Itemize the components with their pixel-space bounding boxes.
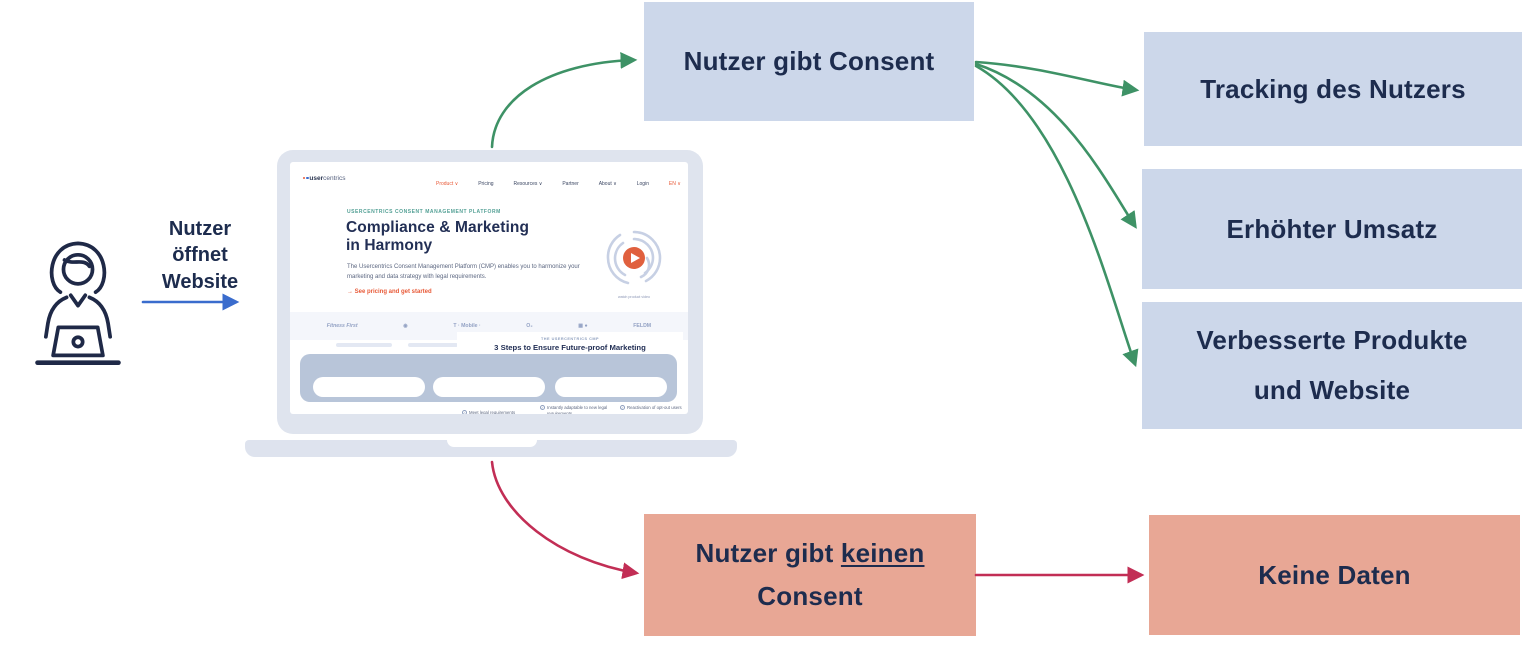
actor-label: Nutzer öffnet Website (161, 218, 239, 293)
play-icon (631, 253, 640, 263)
logo-feldm: FELDM (633, 323, 652, 329)
site-eyebrow: USERCENTRICS CONSENT MANAGEMENT PLATFORM (347, 209, 501, 215)
arrow-laptop-to-no-consent (490, 460, 640, 580)
nav-item-pricing[interactable]: Pricing (478, 181, 494, 187)
arrow-consent-to-tracking (974, 60, 1140, 97)
site-nav: Product ∨ Pricing Resources ∨ Partner Ab… (436, 181, 681, 187)
logo-row2-placeholder (408, 343, 458, 347)
check-icon: ✓ (540, 405, 545, 410)
laptop-base (245, 440, 737, 457)
banner-button[interactable] (313, 377, 425, 397)
nav-item-resources[interactable]: Resources ∨ (513, 181, 543, 187)
laptop-screen: usercentrics Product ∨ Pricing Resources… (290, 162, 688, 414)
logo-o2: O₂ (526, 323, 533, 329)
banner-button[interactable] (555, 377, 667, 397)
nav-item-language[interactable]: EN ∨ (668, 181, 681, 187)
cookie-banner-mock (300, 354, 677, 402)
check-icon: ✓ (462, 410, 467, 414)
pricing-cta-link[interactable]: → See pricing and get started (347, 289, 432, 295)
logo-dot-icon (303, 177, 306, 180)
node-revenue: Erhöhter Umsatz (1142, 169, 1522, 289)
nav-item-product[interactable]: Product ∨ (436, 181, 459, 187)
nav-item-about[interactable]: About ∨ (598, 181, 617, 187)
logo-dot-icon (306, 177, 309, 180)
steps-headline: 3 Steps to Ensure Future-proof Marketing (494, 343, 646, 352)
cmp-eyebrow: THE USERCENTRICS CMP (540, 337, 600, 341)
arrow-consent-to-revenue (974, 62, 1137, 229)
node-no-data: Keine Daten (1149, 515, 1520, 635)
logo-digital-marker: ▦ ● (578, 323, 588, 329)
checklist-col1: ✓Meet legal requirements ✓Audit-proof do… (462, 410, 532, 414)
checklist-col2: ✓Instantly adaptable to new legal requir… (540, 405, 608, 414)
check-icon: ✓ (620, 405, 625, 410)
arrow-laptop-to-consent (490, 52, 638, 149)
fingerprint-video-button[interactable] (598, 222, 670, 294)
video-caption: watch product video (618, 295, 650, 299)
nav-item-login[interactable]: Login (636, 181, 649, 187)
arrow-consent-to-products (974, 64, 1139, 368)
logo-circle: ◉ (403, 323, 408, 329)
laptop-hinge-notch (447, 440, 537, 447)
nav-item-partner[interactable]: Partner (562, 181, 579, 187)
usercentrics-logo[interactable]: usercentrics (303, 175, 346, 182)
node-tracking: Tracking des Nutzers (1144, 32, 1522, 146)
banner-button[interactable] (433, 377, 545, 397)
user-at-laptop-icon (35, 241, 121, 365)
checklist-col3: ✓Reactivation of opt-out users ✓Customiz… (620, 405, 682, 414)
site-body-copy: The Usercentrics Consent Management Plat… (347, 264, 580, 280)
logo-fitness-first: Fitness First (326, 323, 358, 329)
logo-t-mobile: T · Mobile · (453, 323, 481, 329)
logo-row2-placeholder (336, 343, 392, 347)
node-consent: Nutzer gibt Consent (644, 2, 974, 121)
